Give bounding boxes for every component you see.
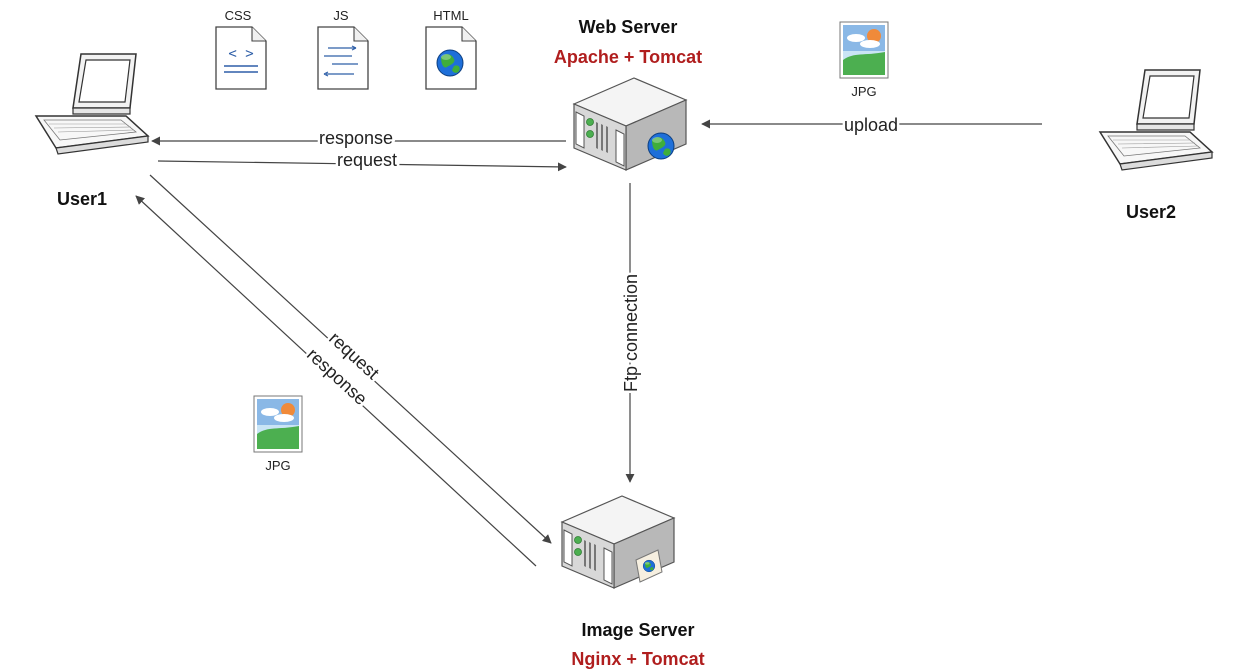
js-file-label: JS [333, 8, 349, 23]
web-server-sublabel: Apache + Tomcat [554, 47, 702, 67]
edges [135, 119, 1042, 567]
globe-icon [436, 49, 464, 77]
img-request-arrow [149, 174, 552, 544]
jpg-image-label: JPG [265, 458, 290, 473]
globe-icon [647, 132, 675, 160]
web-server-node: Web Server Apache + Tomcat [554, 17, 702, 171]
html-file-label: HTML [433, 8, 468, 23]
ftp-label: Ftp connection [621, 274, 641, 392]
js-file: JS [317, 8, 369, 90]
user1-label: User1 [57, 189, 107, 209]
html-file: HTML [425, 8, 477, 90]
image-file-icon [839, 21, 889, 79]
web-server-label: Web Server [579, 17, 678, 37]
web-request-arrow [157, 160, 567, 172]
css-file-label: CSS [225, 8, 252, 23]
web-response-label: response [319, 128, 393, 148]
globe-icon [642, 559, 656, 573]
image-server-sublabel: Nginx + Tomcat [571, 649, 704, 669]
jpg-upload-file: JPG [839, 21, 889, 99]
image-server-node: Image Server Nginx + Tomcat [561, 495, 705, 669]
user2-label: User2 [1126, 202, 1176, 222]
laptop-icon [35, 53, 149, 155]
user2-node: User2 [1099, 69, 1213, 222]
user1-node: User1 [35, 53, 149, 209]
upload-label: upload [844, 115, 898, 135]
img-response-arrow [135, 195, 537, 567]
web-request-label: request [337, 150, 397, 170]
image-server-label: Image Server [581, 620, 694, 640]
jpg-upload-label: JPG [851, 84, 876, 99]
jpg-image-file: JPG [253, 395, 303, 473]
laptop-icon [1099, 69, 1213, 171]
document-icon [317, 26, 369, 90]
css-file: CSS < > [215, 8, 267, 90]
globe-badge [635, 549, 663, 583]
code-brackets-icon: < > [228, 46, 253, 62]
image-file-icon [253, 395, 303, 453]
